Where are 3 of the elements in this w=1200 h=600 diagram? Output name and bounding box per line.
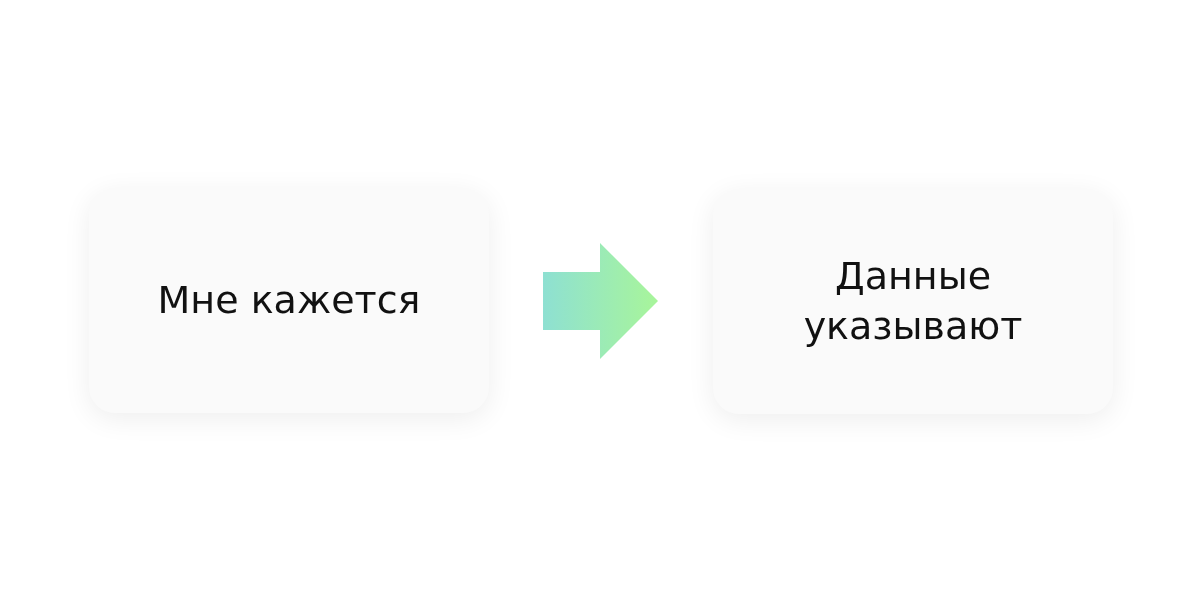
card-text: Данные указывают bbox=[802, 253, 1024, 350]
card-text: Мне кажется bbox=[157, 276, 421, 324]
block-arrow bbox=[543, 243, 658, 359]
